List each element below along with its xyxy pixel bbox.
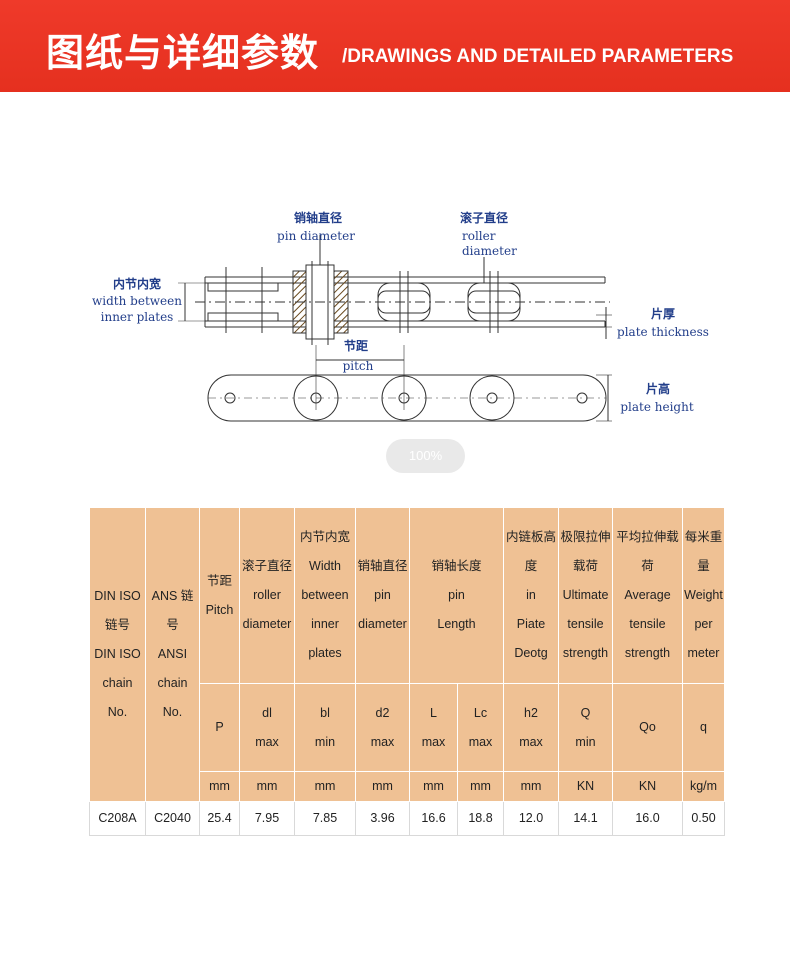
table-cell: 3.96 — [355, 801, 410, 836]
inner-width-en-1: width between — [92, 294, 182, 308]
unit-cell: mm — [199, 771, 240, 802]
inner-width-en-2: inner plates — [101, 310, 174, 324]
table-cell: 14.1 — [558, 801, 613, 836]
symbol-q-weight: q — [682, 683, 725, 772]
header-average-strength: 平均拉伸载 荷 Average tensile strength — [612, 507, 683, 684]
table-cell: 12.0 — [503, 801, 559, 836]
header-banner: 图纸与详细参数 /DRAWINGS AND DETAILED PARAMETER… — [0, 0, 790, 92]
inner-width-cn: 内节内宽 — [113, 276, 161, 291]
symbol-l: L max — [409, 683, 458, 772]
symbol-qo: Qo — [612, 683, 683, 772]
unit-cell: KN — [558, 771, 613, 802]
symbol-bl: bl min — [294, 683, 356, 772]
table-cell: 25.4 — [199, 801, 240, 836]
header-weight: 每米重 量 Weight per meter — [682, 507, 725, 684]
table-cell: 18.8 — [457, 801, 504, 836]
symbol-dl: dl max — [239, 683, 295, 772]
plate-height-en: plate height — [620, 400, 693, 414]
chain-drawing: 销轴直径 pin diameter 滚子直径 roller diameter 内… — [92, 210, 709, 422]
parameter-table: DIN ISO 链号 DIN ISO chain No. ANS 链 号 ANS… — [89, 507, 725, 836]
header-ansi: ANS 链 号 ANSI chain No. — [145, 507, 200, 802]
roller-diameter-en-2: diameter — [462, 244, 517, 258]
unit-cell: kg/m — [682, 771, 725, 802]
header-plate-height: 内链板高 度 in Piate Deotg — [503, 507, 559, 684]
header-inner-width: 内节内宽 Width between inner plates — [294, 507, 356, 684]
plate-height-cn: 片高 — [646, 381, 670, 396]
table-cell: 16.6 — [409, 801, 458, 836]
table-cell: 16.0 — [612, 801, 683, 836]
unit-cell: mm — [503, 771, 559, 802]
unit-cell: mm — [239, 771, 295, 802]
plate-thickness-en: plate thickness — [617, 325, 709, 339]
zoom-indicator: 100% — [386, 439, 465, 473]
roller-diameter-cn: 滚子直径 — [460, 210, 508, 225]
header-din-iso: DIN ISO 链号 DIN ISO chain No. — [89, 507, 146, 802]
banner-title-en: /DRAWINGS AND DETAILED PARAMETERS — [342, 46, 734, 67]
table-cell: 0.50 — [682, 801, 725, 836]
table-cell: C2040 — [145, 801, 200, 836]
pitch-cn: 节距 — [344, 338, 368, 353]
pitch-en: pitch — [343, 359, 374, 373]
symbol-d2: d2 max — [355, 683, 410, 772]
unit-cell: mm — [409, 771, 458, 802]
table-row: C208A C2040 25.4 7.95 7.85 3.96 16.6 18.… — [89, 801, 725, 836]
table-cell: 7.85 — [294, 801, 356, 836]
symbol-q: Q min — [558, 683, 613, 772]
plate-thickness-cn: 片厚 — [651, 306, 675, 321]
symbol-h2: h2 max — [503, 683, 559, 772]
banner-title-cn: 图纸与详细参数 — [46, 31, 320, 75]
symbol-p: P — [199, 683, 240, 772]
chain-diagram: 销轴直径 pin diameter 滚子直径 roller diameter 内… — [0, 195, 790, 435]
symbol-lc: Lc max — [457, 683, 504, 772]
header-pin-diameter: 销轴直径 pin diameter — [355, 507, 410, 684]
unit-cell: mm — [457, 771, 504, 802]
table-cell: 7.95 — [239, 801, 295, 836]
table-cell: C208A — [89, 801, 146, 836]
unit-cell: mm — [294, 771, 356, 802]
pin-diameter-en: pin diameter — [277, 229, 355, 243]
header-ultimate-strength: 极限拉伸 载荷 Ultimate tensile strength — [558, 507, 613, 684]
header-pitch: 节距 Pitch — [199, 507, 240, 684]
unit-cell: mm — [355, 771, 410, 802]
roller-diameter-en-1: roller — [462, 229, 496, 243]
header-pin-length: 销轴长度 pin Length — [409, 507, 504, 684]
header-roller-diameter: 滚子直径 roller diameter — [239, 507, 295, 684]
unit-cell: KN — [612, 771, 683, 802]
pin-diameter-cn: 销轴直径 — [294, 210, 342, 225]
